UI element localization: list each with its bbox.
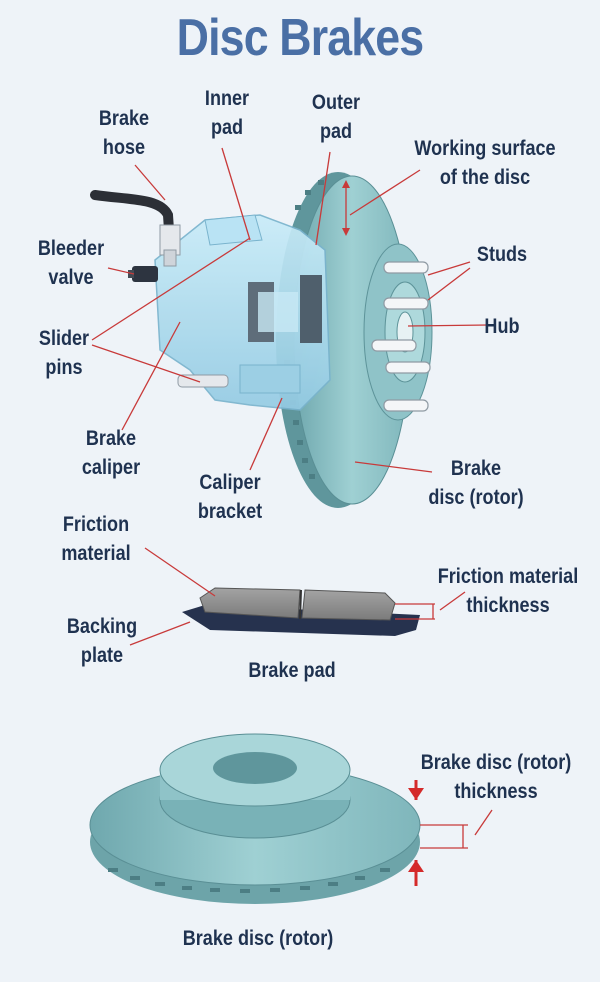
caption-brake-disc: Brake disc (rotor) bbox=[182, 927, 334, 950]
label-brake-pad: Brake pad bbox=[248, 659, 336, 682]
slider-pin-lower bbox=[177, 374, 229, 388]
page-title: Disc Brakes bbox=[176, 9, 424, 67]
rotor-lower-vents bbox=[108, 868, 390, 893]
brake-hose-shape bbox=[90, 190, 181, 267]
rotor-illustration bbox=[89, 733, 421, 904]
label-hub: Hub bbox=[484, 315, 520, 338]
leader-lines-pad bbox=[129, 547, 466, 646]
rotor-thickness-indicator bbox=[408, 780, 493, 886]
label-studs: Studs bbox=[476, 243, 528, 266]
label-rotor-thickness: Brake disc (rotor)thickness bbox=[420, 751, 572, 803]
brake-pad-illustration bbox=[182, 587, 420, 636]
bleeder-valve-shape bbox=[132, 266, 158, 282]
wheel-studs bbox=[371, 261, 431, 412]
working-surface-arrows bbox=[342, 180, 350, 236]
outer-pad-shape bbox=[300, 275, 322, 343]
rotor-center-hole bbox=[213, 752, 297, 784]
leader-lines-upper bbox=[91, 147, 489, 473]
brake-caliper-body bbox=[128, 214, 331, 411]
